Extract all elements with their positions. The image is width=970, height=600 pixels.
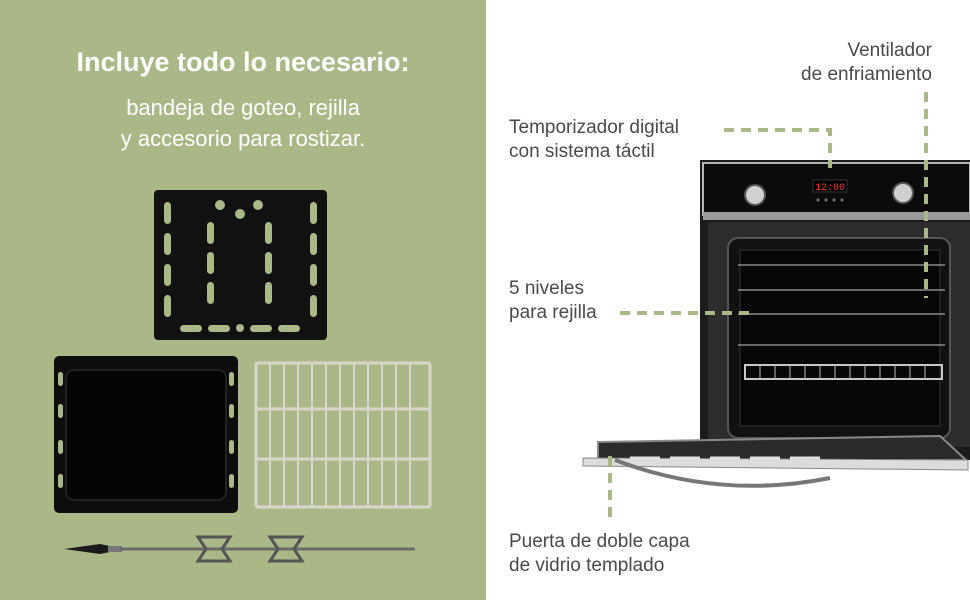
oven-display-time: 12:00: [815, 183, 845, 194]
callout-niveles-line2: para rejilla: [509, 302, 597, 323]
callout-temporizador: Temporizador digital con sistema táctil: [509, 116, 679, 164]
rotisserie-spit: [64, 535, 415, 563]
callout-temporizador-line1: Temporizador digital: [509, 117, 680, 138]
accessories-subline-1: bandeja de goteo, rejilla: [126, 95, 360, 120]
callout-puerta-line2: de vidrio templado: [509, 555, 665, 576]
baking-tray: [54, 356, 238, 513]
callout-puerta: Puerta de doble capa de vidrio templado: [509, 530, 690, 578]
accessories-headline: Incluye todo lo necesario:: [76, 47, 410, 77]
callout-ventilador-line2: de enfriamiento: [801, 64, 932, 85]
accessories-subline-2: y accesorio para rostizar.: [120, 126, 366, 151]
callout-ventilador: Ventilador de enfriamiento: [801, 39, 932, 87]
callout-ventilador-line1: Ventilador: [847, 40, 932, 61]
drip-tray-plate: [154, 190, 327, 340]
callout-line-temporizador: [724, 128, 832, 168]
callout-niveles: 5 niveles para rejilla: [509, 277, 597, 325]
oven-illustration: 12:00: [582, 160, 970, 488]
callout-puerta-line1: Puerta de doble capa: [509, 531, 690, 552]
callout-niveles-line1: 5 niveles: [509, 278, 584, 299]
callout-lines: [608, 92, 928, 520]
callout-temporizador-line2: con sistema táctil: [509, 141, 655, 162]
wire-rack: [254, 361, 432, 509]
